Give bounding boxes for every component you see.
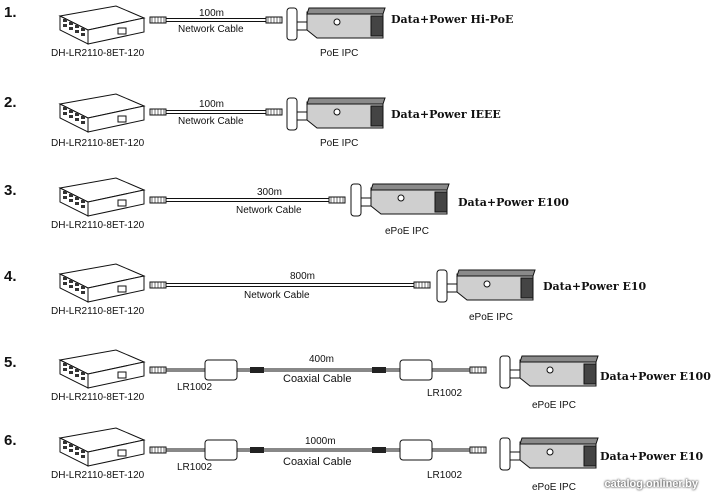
network-cable-icon xyxy=(149,196,346,204)
switch-model-label: DH-LR2110-8ET-120 xyxy=(51,220,145,231)
watermark: catalog.onliner.by xyxy=(604,478,698,490)
row-number: 6. xyxy=(4,432,17,449)
cable-label: Coaxial Cable xyxy=(283,373,352,385)
coaxial-link-icon xyxy=(149,439,487,461)
camera-icon xyxy=(286,7,386,41)
power-caption: Data+Power E10 xyxy=(543,280,647,293)
power-caption: Data+Power E100 xyxy=(600,370,711,383)
distance-label: 400m xyxy=(309,354,335,365)
camera-icon xyxy=(499,355,599,389)
cable-label: Network Cable xyxy=(178,24,244,35)
switch-model-label: DH-LR2110-8ET-120 xyxy=(51,306,145,317)
camera-label: PoE IPC xyxy=(320,138,359,149)
row-number: 4. xyxy=(4,268,17,285)
switch-model-label: DH-LR2110-8ET-120 xyxy=(51,470,145,481)
power-caption: Data+Power Hi-PoE xyxy=(391,13,514,26)
camera-icon xyxy=(499,437,599,471)
switch-model-label: DH-LR2110-8ET-120 xyxy=(51,48,145,59)
distance-label: 800m xyxy=(290,271,316,282)
row-number: 5. xyxy=(4,354,17,371)
camera-icon xyxy=(350,183,450,217)
power-caption: Data+Power IEEE xyxy=(391,108,501,121)
switch-icon xyxy=(58,263,146,303)
camera-label: PoE IPC xyxy=(320,48,359,59)
switch-model-label: DH-LR2110-8ET-120 xyxy=(51,392,145,403)
cable-label: Network Cable xyxy=(236,205,302,216)
cable-label: Network Cable xyxy=(244,290,310,301)
diagram-row-5: 5. DH-LR2110-8ET-120 LR1002 400m Coaxial… xyxy=(0,342,711,422)
switch-icon xyxy=(58,427,146,467)
network-cable-icon xyxy=(149,16,283,24)
diagram-row-4: 4. DH-LR2110-8ET-120 800m Network Cable … xyxy=(0,256,700,336)
diagram-row-1: 1. DH-LR2110-8ET-120 100m Network Cable … xyxy=(0,0,700,80)
switch-model-label: DH-LR2110-8ET-120 xyxy=(51,138,145,149)
switch-icon xyxy=(58,93,146,133)
diagram-row-3: 3. DH-LR2110-8ET-120 300m Network Cable … xyxy=(0,170,700,250)
camera-icon xyxy=(436,269,536,303)
row-number: 3. xyxy=(4,182,17,199)
diagram-row-2: 2. DH-LR2110-8ET-120 100m Network Cable … xyxy=(0,84,700,164)
row-number: 2. xyxy=(4,94,17,111)
row-number: 1. xyxy=(4,4,17,21)
converter-label-right: LR1002 xyxy=(427,388,463,399)
power-caption: Data+Power E10 xyxy=(600,450,704,463)
distance-label: 100m xyxy=(199,8,225,19)
switch-icon xyxy=(58,177,146,217)
cable-label: Coaxial Cable xyxy=(283,456,352,468)
camera-label: ePoE IPC xyxy=(532,400,576,411)
camera-label: ePoE IPC xyxy=(532,482,576,493)
camera-label: ePoE IPC xyxy=(469,312,513,323)
camera-icon xyxy=(286,97,386,131)
switch-icon xyxy=(58,5,146,45)
switch-icon xyxy=(58,349,146,389)
distance-label: 1000m xyxy=(305,436,336,447)
converter-label-left: LR1002 xyxy=(177,382,213,393)
coaxial-link-icon xyxy=(149,359,487,381)
converter-label-left: LR1002 xyxy=(177,462,213,473)
network-cable-icon xyxy=(149,108,283,116)
camera-label: ePoE IPC xyxy=(385,226,429,237)
cable-label: Network Cable xyxy=(178,116,244,127)
power-caption: Data+Power E100 xyxy=(458,196,569,209)
network-cable-icon xyxy=(149,281,431,289)
distance-label: 300m xyxy=(257,187,283,198)
diagram-row-6: 6. DH-LR2110-8ET-120 LR1002 1000m Coaxia… xyxy=(0,420,704,500)
distance-label: 100m xyxy=(199,99,225,110)
converter-label-right: LR1002 xyxy=(427,470,463,481)
